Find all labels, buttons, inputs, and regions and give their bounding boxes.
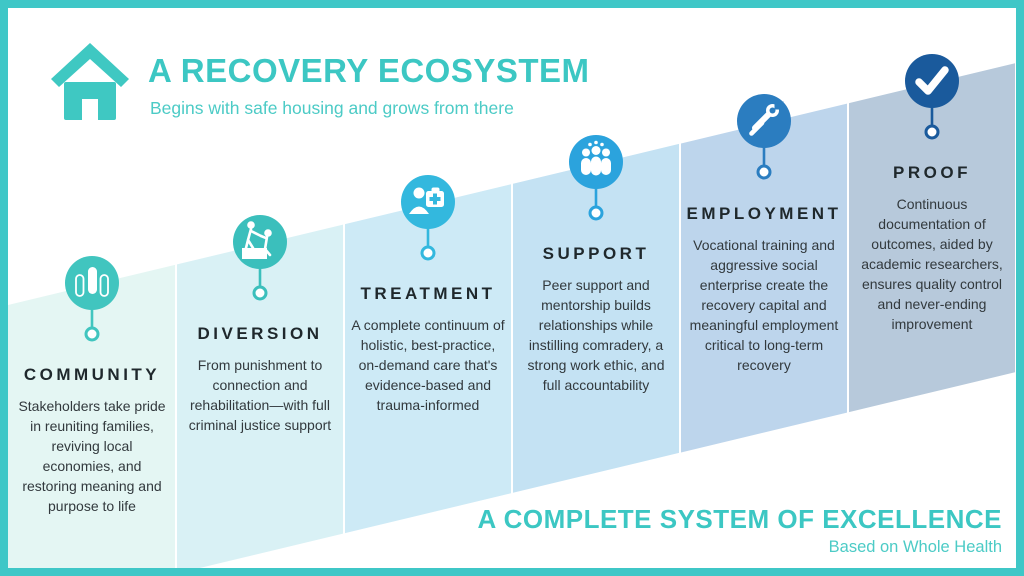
stage-desc-community: Stakeholders take pride in reuniting fam… <box>18 398 166 514</box>
house-icon <box>51 43 129 120</box>
stage-title-community: COMMUNITY <box>23 365 161 384</box>
header: A RECOVERY ECOSYSTEM Begins with safe ho… <box>148 52 590 119</box>
ascending-bands <box>8 63 1015 568</box>
stage-treatment: TREATMENT A complete continuum of holist… <box>350 284 506 415</box>
page-title: A RECOVERY ECOSYSTEM <box>148 52 590 89</box>
medic-first-aid-icon <box>401 175 455 261</box>
stage-support: SUPPORT Peer support and mentorship buil… <box>518 244 674 395</box>
stage-desc-employment: Vocational training and aggressive socia… <box>689 237 839 373</box>
stage-proof: PROOF Continuous documentation of outcom… <box>854 163 1010 334</box>
page-subtitle: Begins with safe housing and grows from … <box>150 98 514 118</box>
stage-diversion: DIVERSION From punishment to connection … <box>182 324 338 435</box>
stage-desc-treatment: A complete continuum of holistic, best-p… <box>351 317 505 413</box>
footer-subtitle: Based on Whole Health <box>828 538 1002 556</box>
band-employment <box>681 103 847 453</box>
stage-title-support: SUPPORT <box>542 244 650 263</box>
stage-community: COMMUNITY Stakeholders take pride in reu… <box>14 365 170 516</box>
stage-title-treatment: TREATMENT <box>360 284 496 303</box>
band-diversion <box>177 224 343 568</box>
helping-hand-climb-icon <box>233 215 287 301</box>
band-community <box>8 264 175 568</box>
stage-employment: EMPLOYMENT Vocational training and aggre… <box>686 204 842 375</box>
stage-title-proof: PROOF <box>893 163 971 182</box>
peer-group-icon <box>569 135 623 221</box>
stage-title-diversion: DIVERSION <box>197 324 323 343</box>
content-area: A RECOVERY ECOSYSTEM Begins with safe ho… <box>8 8 1016 568</box>
band-support <box>513 143 679 493</box>
footer-title: A COMPLETE SYSTEM OF EXCELLENCE <box>477 504 1002 534</box>
stage-desc-support: Peer support and mentorship builds relat… <box>527 277 665 393</box>
stage-desc-proof: Continuous documentation of outcomes, ai… <box>861 196 1003 332</box>
footer: A COMPLETE SYSTEM OF EXCELLENCE Based on… <box>478 504 1002 557</box>
tools-icon <box>737 94 791 180</box>
raised-hands-icon <box>65 256 119 342</box>
band-treatment <box>345 184 511 534</box>
band-proof <box>849 63 1015 413</box>
checkmark-icon <box>905 54 959 140</box>
stage-desc-diversion: From punishment to connection and rehabi… <box>188 357 332 433</box>
stage-title-employment: EMPLOYMENT <box>686 204 842 223</box>
